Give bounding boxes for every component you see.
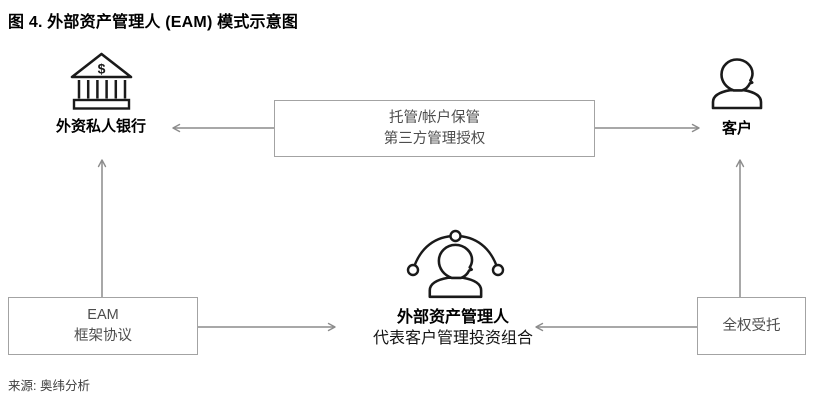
client-person-icon [711,58,763,110]
custody-box-line2: 第三方管理授权 [383,130,486,147]
mandate-box-line1: 全权受托 [722,317,781,334]
mandate-box: 全权受托 [697,297,806,355]
eam-label: 外部资产管理人 [396,309,509,326]
bank-label: 外资私人银行 [55,118,146,135]
client-label: 客户 [721,120,752,137]
eam-network-person-icon [406,229,505,299]
custody-box-line1: 托管/帐户保管 [388,109,481,126]
figure-title: 图 4. 外部资产管理人 (EAM) 模式示意图 [8,14,299,31]
eam-sublabel: 代表客户管理投资组合 [372,330,533,347]
eam-agreement-box: EAM 框架协议 [8,297,198,355]
eam-agreement-box-line2: 框架协议 [74,328,132,344]
svg-text:$: $ [98,61,106,77]
bank-icon: $ [70,52,133,110]
source-note: 来源: 奥纬分析 [8,379,90,393]
eam-agreement-box-line1: EAM [87,307,119,323]
custody-box: 托管/帐户保管 第三方管理授权 [274,100,595,157]
